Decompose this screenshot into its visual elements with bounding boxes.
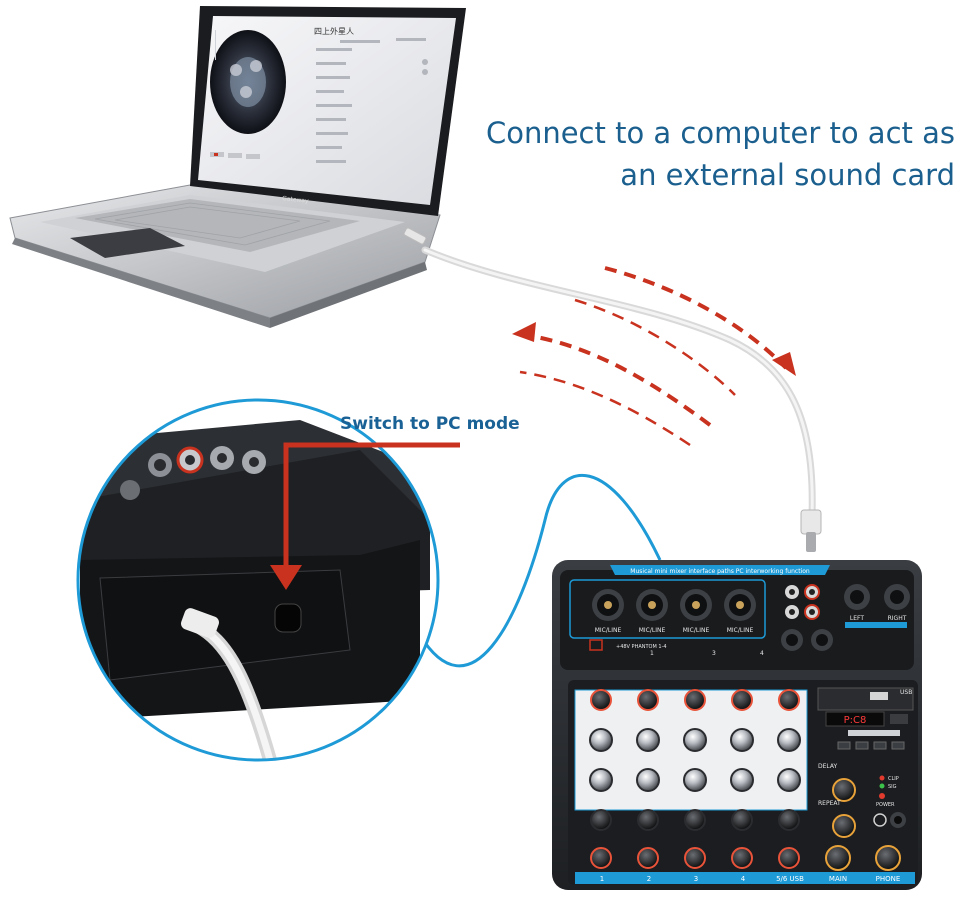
arrowhead-left	[512, 322, 536, 342]
arrow-to-mixer-2	[574, 298, 736, 396]
main-vol-knob	[825, 845, 851, 871]
led-display	[825, 711, 885, 727]
headphone-icon	[873, 813, 887, 827]
knob-ch4-row4	[731, 809, 753, 831]
usb-label: USB	[900, 689, 912, 696]
arrowhead-down	[772, 352, 796, 376]
mixer: Musical mini mixer interface paths PC in…	[552, 560, 922, 890]
arrow-to-mixer	[604, 266, 788, 370]
repeat-knob	[832, 814, 856, 838]
channel-strips	[589, 689, 801, 869]
knob-ch3-row1	[684, 689, 706, 711]
channel-num-3: 3	[712, 650, 716, 657]
knob-ch5-row5	[778, 847, 800, 869]
headline: Connect to a computer to act as an exter…	[435, 112, 955, 196]
out-right-label: RIGHT	[888, 615, 907, 622]
knob-ch5-row4	[778, 809, 800, 831]
sig-label: SIG	[888, 784, 897, 790]
bottom-label-4: 4	[741, 875, 746, 883]
phone-vol-knob	[875, 845, 901, 871]
knob-ch1-row4	[590, 809, 612, 831]
input-label-3: MIC/LINE	[683, 627, 710, 634]
screen-content: 四上外星人	[210, 26, 428, 163]
headline-line-2: an external sound card	[620, 158, 955, 192]
knob-ch2-row4	[637, 809, 659, 831]
knob-ch3-row2	[683, 728, 707, 752]
knob-ch1-row3	[589, 768, 613, 792]
knob-ch4-row5	[731, 847, 753, 869]
bottom-label-2: 2	[647, 875, 651, 883]
power-label: POWER	[876, 802, 895, 808]
keyboard	[75, 199, 360, 252]
knob-ch4-row3	[730, 768, 754, 792]
main-out-jacks: LEFT RIGHT	[844, 584, 910, 628]
input-label-2: MIC/LINE	[639, 627, 666, 634]
knob-ch5-row1	[778, 689, 800, 711]
combo-jacks	[592, 589, 756, 621]
knob-ch3-row3	[683, 768, 707, 792]
out-left-label: LEFT	[850, 615, 864, 622]
headline-line-1: Connect to a computer to act as	[485, 116, 955, 150]
bottom-label-5: 5/6 USB	[776, 875, 804, 883]
phantom-label: +48V PHANTOM 1-4	[616, 644, 667, 650]
knob-ch2-row1	[637, 689, 659, 711]
bottom-label-3: 3	[694, 875, 698, 883]
data-flow-arrows	[519, 266, 788, 447]
knob-ch2-row2	[636, 728, 660, 752]
mixer-rca-jacks	[781, 584, 833, 651]
zoom-detail	[76, 398, 440, 762]
zoom-connector-line	[416, 473, 662, 668]
bottom-label-7: PHONE	[876, 875, 901, 883]
screen-title: 四上外星人	[314, 26, 354, 36]
bottom-label-6: MAIN	[829, 875, 847, 883]
knob-ch4-row2	[730, 728, 754, 752]
callout-arrow	[270, 442, 460, 590]
repeat-label: REPEAT	[818, 800, 841, 807]
bottom-labels: 1 2 3 4 5/6 USB MAIN PHONE	[600, 875, 901, 883]
knob-ch1-row5	[590, 847, 612, 869]
usb-plug	[800, 509, 822, 535]
input-label-4: MIC/LINE	[727, 627, 754, 634]
knob-ch3-row5	[684, 847, 706, 869]
knob-ch3-row4	[684, 809, 706, 831]
knob-ch5-row2	[777, 728, 801, 752]
touchpad	[70, 228, 185, 258]
switch-to-pc-mode-label: Switch to PC mode	[340, 414, 520, 434]
knob-ch2-row5	[637, 847, 659, 869]
delay-knob	[832, 778, 856, 802]
input-label-1: MIC/LINE	[595, 627, 622, 634]
mixer-banner: Musical mini mixer interface paths PC in…	[630, 568, 810, 575]
pc-mode-switch	[274, 603, 302, 633]
knob-ch5-row3	[777, 768, 801, 792]
rca-jacks	[120, 446, 266, 500]
arrow-to-computer-2	[519, 370, 691, 447]
laptop: 四上外星人 Gateway	[9, 6, 466, 328]
laptop-brand: Gateway	[282, 195, 310, 205]
delay-label: DELAY	[818, 763, 838, 770]
clip-label: CLIP	[888, 776, 899, 782]
channel-num-4: 4	[760, 650, 764, 657]
display-readout: P:C8	[844, 715, 867, 726]
usb-module: USB P:C8	[817, 687, 914, 750]
bottom-label-1: 1	[600, 875, 604, 883]
knob-ch2-row3	[636, 768, 660, 792]
knob-ch4-row1	[731, 689, 753, 711]
channel-num-1: 1	[650, 650, 654, 657]
usb-cable	[403, 227, 822, 552]
arrow-to-computer	[524, 333, 712, 427]
knob-ch1-row1	[590, 689, 612, 711]
knob-ch1-row2	[589, 728, 613, 752]
